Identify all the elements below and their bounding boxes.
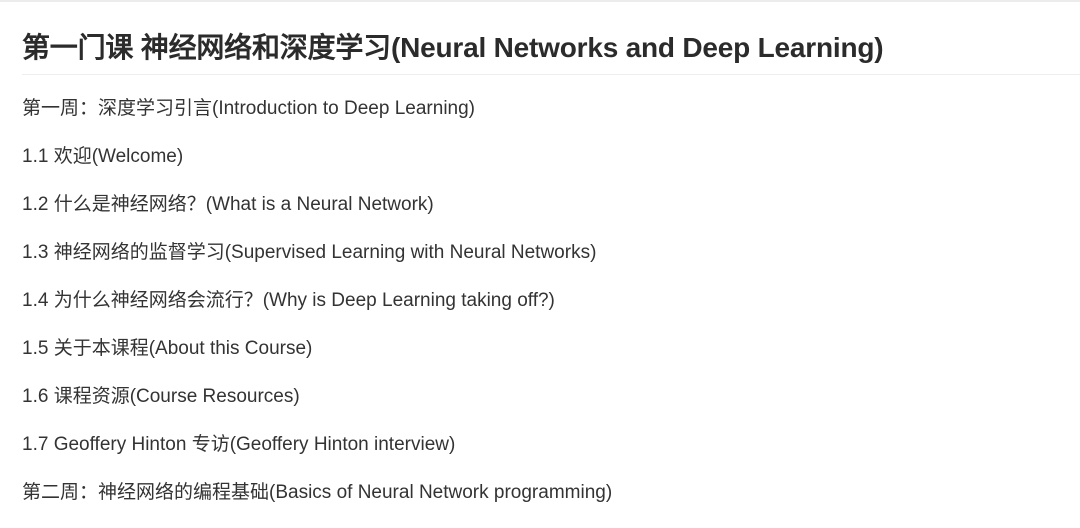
document-body: 第一门课 神经网络和深度学习(Neural Networks and Deep … xyxy=(22,0,1080,503)
lesson-item: 1.4 为什么神经网络会流行？(Why is Deep Learning tak… xyxy=(22,290,555,311)
week-heading: 第二周：神经网络的编程基础(Basics of Neural Network p… xyxy=(22,482,613,503)
lesson-item: 1.6 课程资源(Course Resources) xyxy=(22,386,300,407)
title-underline xyxy=(22,74,1080,75)
page-title: 第一门课 神经网络和深度学习(Neural Networks and Deep … xyxy=(22,32,884,63)
lesson-item: 1.7 Geoffery Hinton 专访(Geoffery Hinton i… xyxy=(22,434,456,455)
week-heading: 第一周：深度学习引言(Introduction to Deep Learning… xyxy=(22,98,475,119)
lesson-item: 1.3 神经网络的监督学习(Supervised Learning with N… xyxy=(22,242,597,263)
lesson-item: 1.2 什么是神经网络？(What is a Neural Network) xyxy=(22,194,434,215)
top-divider xyxy=(0,0,1080,2)
course-outline: 第一周：深度学习引言(Introduction to Deep Learning… xyxy=(22,96,612,528)
lesson-item: 1.5 关于本课程(About this Course) xyxy=(22,338,313,359)
lesson-item: 1.1 欢迎(Welcome) xyxy=(22,146,184,167)
